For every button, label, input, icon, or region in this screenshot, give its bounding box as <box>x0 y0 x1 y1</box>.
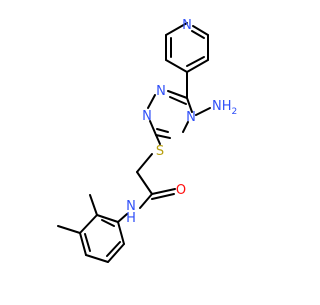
pyridine-ring <box>165 22 209 73</box>
amino-label: NH2 <box>212 99 237 117</box>
background <box>0 0 300 300</box>
amino-subscript: 2 <box>232 107 238 117</box>
molecule-structure: N N N N NH2 S N H O <box>0 0 300 300</box>
amide-n-label: N <box>126 199 136 214</box>
structure-canvas: N N N N NH2 S N H O <box>0 0 300 300</box>
dimethylphenyl-ring <box>79 214 125 263</box>
sulfur-label: S <box>156 144 164 159</box>
pyridine-n-label: N <box>182 18 192 33</box>
triazole-n1-label: N <box>156 84 166 99</box>
triazole-n2-label: N <box>142 109 152 124</box>
methyl-bond-ortho <box>89 194 98 216</box>
thioether-chain <box>136 134 161 173</box>
acetamide-group <box>117 171 176 223</box>
methyl-bond-meta <box>57 225 81 234</box>
triazole-ring <box>147 90 193 139</box>
amide-h-label: H <box>126 211 136 226</box>
triazole-n4-label: N <box>186 110 196 125</box>
carbonyl-o-label: O <box>176 183 186 198</box>
amino-bond <box>195 107 211 116</box>
